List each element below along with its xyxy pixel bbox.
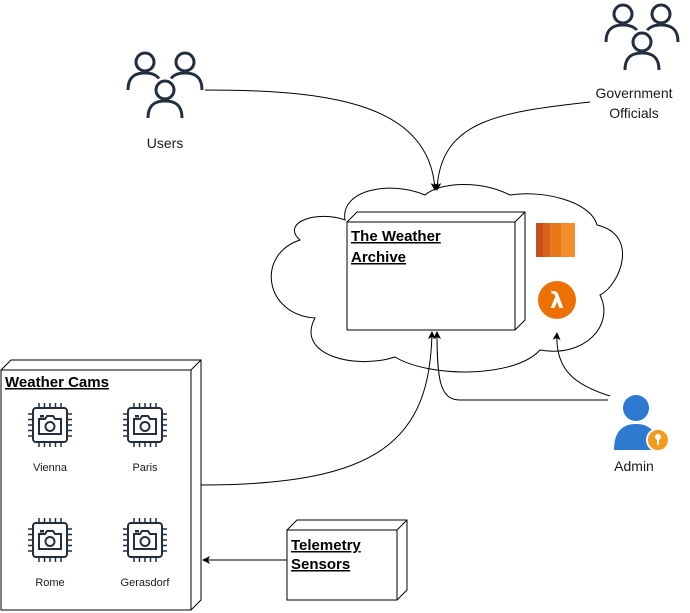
weather-archive-node[interactable]: The Weather Archive	[346, 211, 526, 331]
officials-group-icon	[604, 3, 680, 81]
aws-ec2-icon	[536, 223, 575, 257]
edge-cams-to-archive	[200, 331, 436, 486]
archive-title-line2: Archive	[351, 249, 406, 266]
officials-label-line2: Officials	[609, 105, 659, 121]
edge-admin-to-archive	[433, 331, 608, 401]
officials-label-line1: Government	[595, 85, 672, 101]
edge-admin-to-lambda	[552, 332, 611, 397]
camera-chip-icon	[27, 517, 73, 563]
edge-officials-to-archive	[433, 101, 591, 191]
users-label: Users	[147, 135, 184, 151]
cam-label: Paris	[132, 462, 158, 474]
cams-title: Weather Cams	[5, 374, 109, 391]
users-group-icon	[126, 51, 204, 129]
camera-chip-icon	[122, 402, 168, 448]
cam-label: Vienna	[33, 462, 68, 474]
weather-cams-node[interactable]: Weather Cams	[0, 359, 202, 611]
archive-title-line1: The Weather	[351, 228, 441, 245]
telemetry-sensors-node[interactable]: Telemetry Sensors	[286, 519, 408, 601]
sensors-title-line2: Sensors	[291, 556, 350, 573]
edge-users-to-archive	[204, 89, 439, 191]
cam-label: Gerasdorf	[121, 577, 171, 589]
admin-label: Admin	[614, 458, 654, 474]
sensors-title-line1: Telemetry	[291, 537, 361, 554]
svg-text:λ: λ	[550, 289, 564, 314]
camera-chip-icon	[122, 517, 168, 563]
aws-lambda-icon: λ	[538, 281, 576, 319]
admin-key-user-icon	[614, 395, 670, 452]
camera-chip-icon	[27, 402, 73, 448]
cam-label: Rome	[35, 577, 64, 589]
